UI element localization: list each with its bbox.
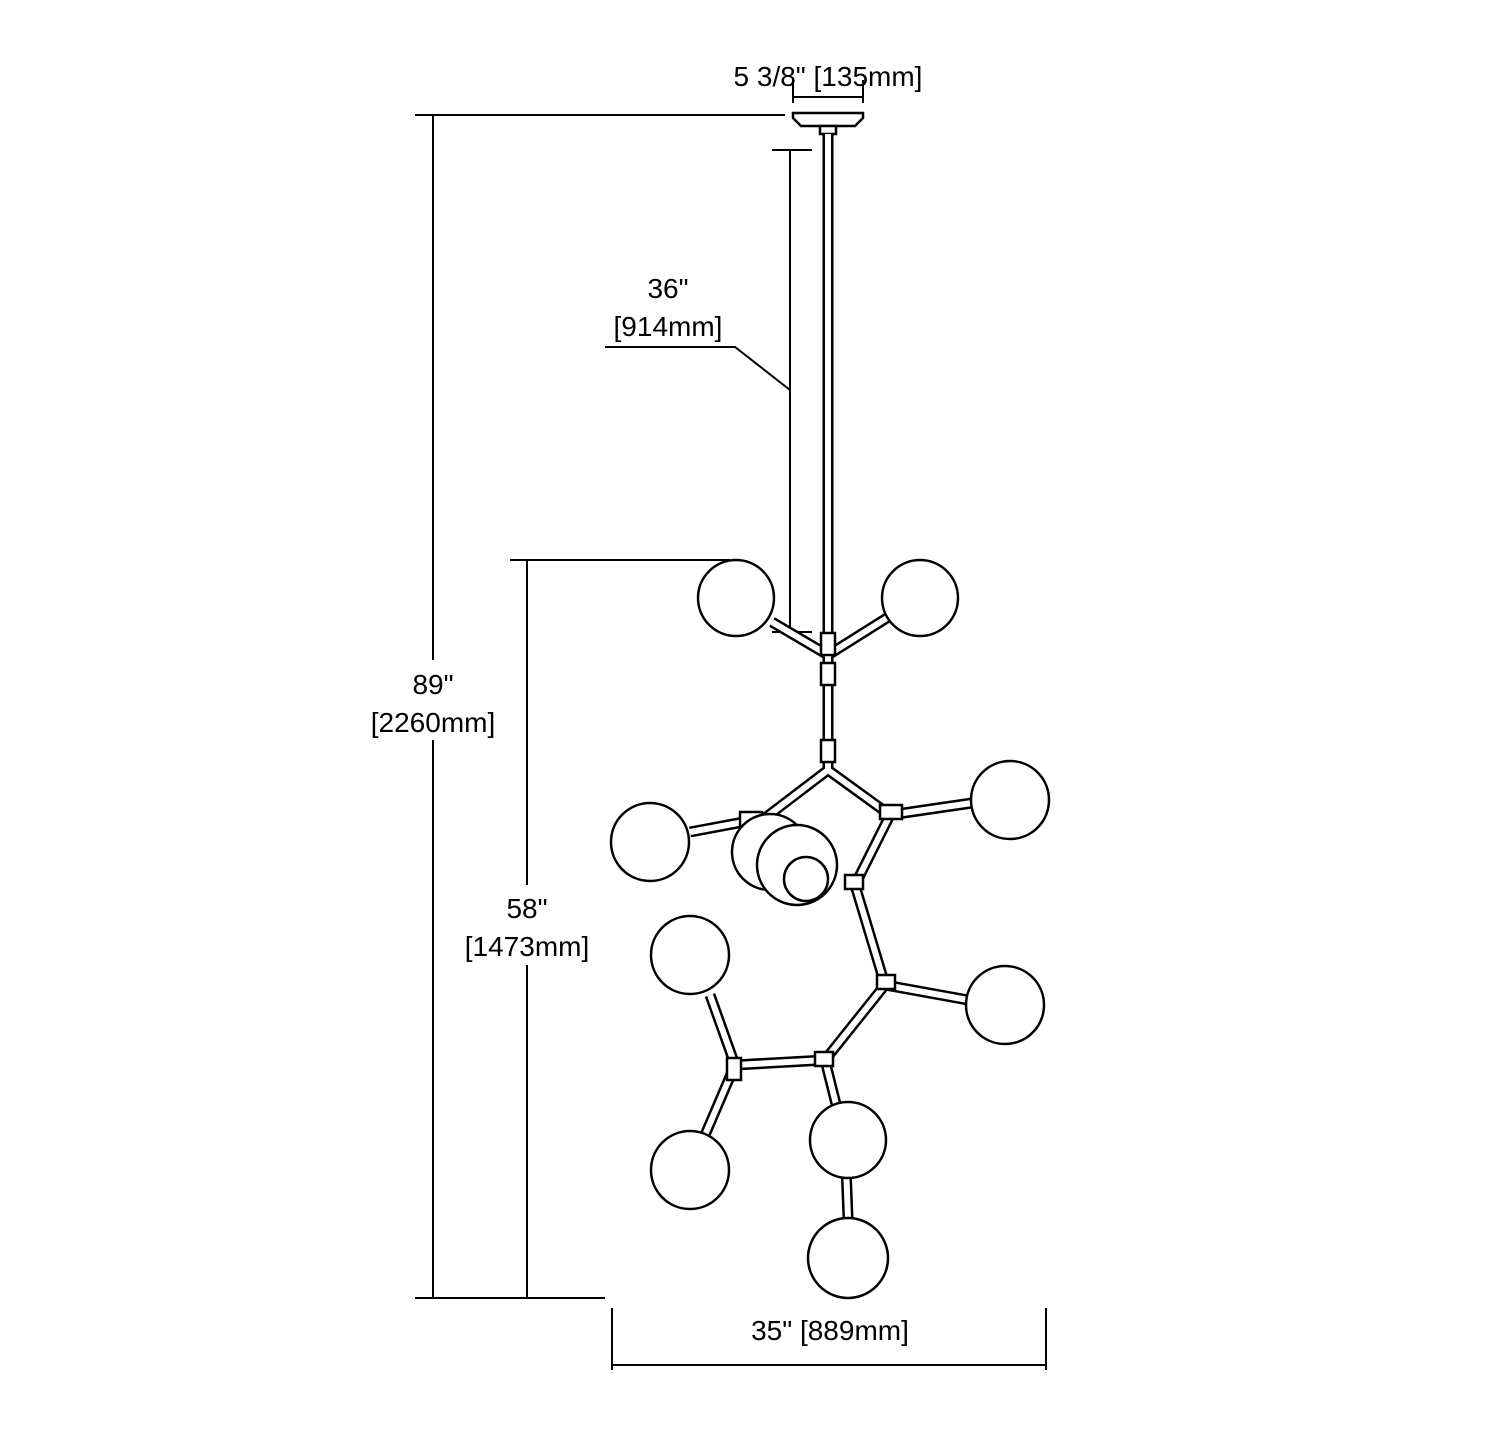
globe [696,558,776,638]
fixture-width-label: 35" [889mm] [751,1315,909,1346]
overall-height-mm-label: [2260mm] [371,707,496,738]
joints [725,631,904,1082]
fixture-height-in-label: 58" [506,893,547,924]
globe [649,1129,731,1211]
globe [969,759,1051,841]
canopy [791,111,865,128]
canopy-width-label: 5 3/8" [135mm] [734,61,923,92]
rod-length-mm-label: [914mm] [614,311,723,342]
fixture-height-mm-label: [1473mm] [465,931,590,962]
chandelier-fixture [609,111,1051,1300]
overall-height-in-label: 89" [412,669,453,700]
globe [880,558,960,638]
globe [964,964,1046,1046]
globe [609,801,691,883]
globe [808,1100,888,1180]
globe-inner [782,855,830,903]
rod-length-in-label: 36" [647,273,688,304]
globes [609,558,1051,1300]
globe [649,914,731,996]
globe [806,1216,890,1300]
